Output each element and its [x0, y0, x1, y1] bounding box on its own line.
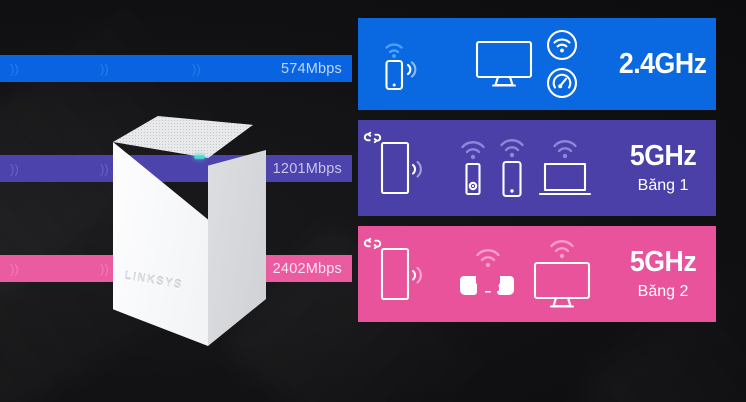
wifi-signal-icon [476, 249, 500, 268]
router-led-indicator [194, 155, 205, 159]
connected-devices-group [442, 226, 610, 322]
wifi-signal-icon [550, 240, 574, 259]
wifi-signal-icon [461, 141, 485, 160]
band-label-group: 5GHz Băng 2 [610, 226, 716, 322]
mesh-router-device: LINKSYS [113, 116, 266, 351]
frequency-label: 5GHz [629, 246, 697, 278]
wifi-wave-icon: )) [100, 261, 109, 276]
band-panel-2-4ghz: 2.4GHz [358, 18, 716, 110]
smartphone-icon [385, 43, 417, 91]
tablet-icon [380, 141, 422, 195]
wave-track: )) )) [0, 155, 273, 182]
source-device-group [358, 120, 442, 216]
router-front-face [113, 142, 208, 346]
speed-label: 574Mbps [280, 60, 342, 77]
band-number-label: Băng 1 [637, 177, 689, 194]
band-label-group: 5GHz Băng 1 [610, 120, 716, 216]
speed-label: 2402Mbps [272, 260, 342, 277]
loop-refresh-icon [363, 131, 382, 144]
desktop-monitor-icon [533, 239, 591, 309]
source-device-group [358, 226, 442, 322]
band-number-label: Băng 2 [637, 283, 689, 300]
wave-track: )) )) )) [0, 55, 281, 82]
status-badges-group [546, 29, 578, 99]
speed-bar-2-4ghz: )) )) )) 574Mbps [0, 55, 352, 82]
band-panel-5ghz-band-2: 5GHz Băng 2 [358, 226, 716, 322]
media-player-icon [460, 140, 486, 196]
wifi-wave-icon: )) [192, 61, 201, 76]
wifi-signal-icon [500, 139, 524, 158]
wifi-badge-icon [546, 29, 577, 61]
speedometer-badge-icon [546, 67, 577, 99]
wifi-wave-icon: )) [100, 61, 109, 76]
wifi-wave-icon: )) [10, 261, 19, 276]
tablet-icon [380, 247, 422, 301]
desktop-monitor-icon [475, 40, 533, 88]
frequency-label: 2.4GHz [619, 47, 707, 80]
connected-devices-group [442, 120, 610, 216]
band-panel-5ghz-band-1: 5GHz Băng 1 [358, 120, 716, 216]
wave-track: )) )) [0, 255, 273, 282]
band-label-group: 2.4GHz [610, 18, 716, 110]
speed-label: 1201Mbps [272, 160, 342, 177]
wifi-wave-icon: )) [10, 61, 19, 76]
laptop-icon [538, 139, 592, 197]
connected-devices-group [442, 18, 610, 110]
router-top-mesh [113, 116, 253, 158]
wifi-signal-icon [553, 140, 577, 159]
smartphone-icon [499, 138, 525, 198]
game-controller-icon [460, 248, 515, 300]
source-device-group [358, 18, 442, 110]
speed-bar-5ghz-band-1: )) )) 1201Mbps [0, 155, 352, 182]
wifi-wave-icon: )) [100, 161, 109, 176]
frequency-label: 5GHz [629, 140, 697, 172]
loop-refresh-icon [363, 237, 382, 250]
wifi-wave-icon: )) [10, 161, 19, 176]
